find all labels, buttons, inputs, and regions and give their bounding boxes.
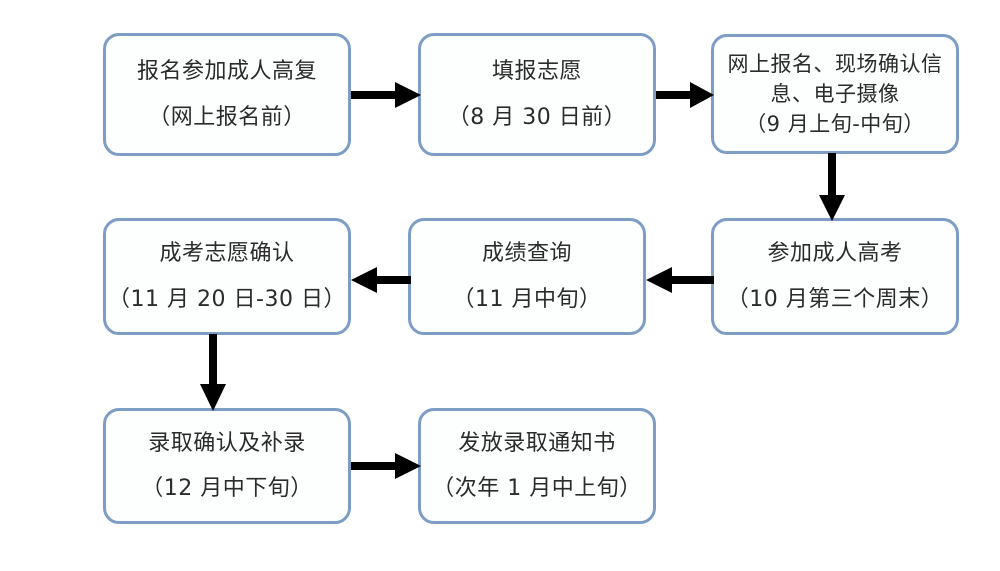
flow-node-5-line2: （11 月中旬） — [452, 286, 602, 312]
flow-node-8-line2: （次年 1 月中上旬） — [432, 476, 642, 501]
flow-node-6-line1: 成考志愿确认 — [159, 241, 295, 267]
arrow-right-icon-node2-node3 — [656, 80, 714, 110]
flow-node-3-line3: （9 月上旬-中旬） — [745, 112, 925, 137]
flow-node-3-line1: 网上报名、现场确认信 — [727, 51, 943, 76]
flow-node-3[interactable]: 网上报名、现场确认信 息、电子摄像 （9 月上旬-中旬） — [711, 34, 959, 154]
flow-node-3-line2: 息、电子摄像 — [770, 81, 900, 106]
flow-node-4-line2: （10 月第三个周末） — [726, 286, 944, 312]
flow-node-1[interactable]: 报名参加成人高复 （网上报名前） — [103, 33, 351, 156]
flow-node-8[interactable]: 发放录取通知书 （次年 1 月中上旬） — [418, 408, 656, 524]
flow-node-7-line1: 录取确认及补录 — [148, 430, 306, 456]
arrow-left-icon-node4-node5 — [646, 265, 714, 295]
flow-node-6-line2: （11 月 20 日-30 日） — [108, 286, 346, 312]
flow-node-6[interactable]: 成考志愿确认 （11 月 20 日-30 日） — [103, 218, 351, 335]
flow-node-5[interactable]: 成绩查询 （11 月中旬） — [408, 218, 646, 335]
arrow-down-icon-node3-node4 — [817, 153, 847, 221]
flow-node-7[interactable]: 录取确认及补录 （12 月中下旬） — [103, 408, 351, 524]
flow-node-8-line1: 发放录取通知书 — [458, 430, 616, 456]
arrow-right-icon-node7-node8 — [351, 451, 421, 481]
arrow-right-icon-node1-node2 — [351, 80, 421, 110]
flow-node-7-line2: （12 月中下旬） — [141, 476, 313, 501]
flow-node-1-line1: 报名参加成人高复 — [136, 59, 317, 85]
flow-node-2[interactable]: 填报志愿 （8 月 30 日前） — [418, 33, 656, 156]
flow-node-2-line2: （8 月 30 日前） — [447, 104, 627, 130]
arrow-down-icon-node6-node7 — [198, 334, 228, 411]
flow-node-4[interactable]: 参加成人高考 （10 月第三个周末） — [711, 218, 959, 335]
flow-node-4-line1: 参加成人高考 — [767, 241, 903, 267]
flow-node-1-line2: （网上报名前） — [148, 104, 306, 130]
flow-node-2-line1: 填报志愿 — [491, 59, 582, 85]
arrow-left-icon-node5-node6 — [351, 265, 411, 295]
flow-node-5-line1: 成绩查询 — [481, 241, 572, 267]
